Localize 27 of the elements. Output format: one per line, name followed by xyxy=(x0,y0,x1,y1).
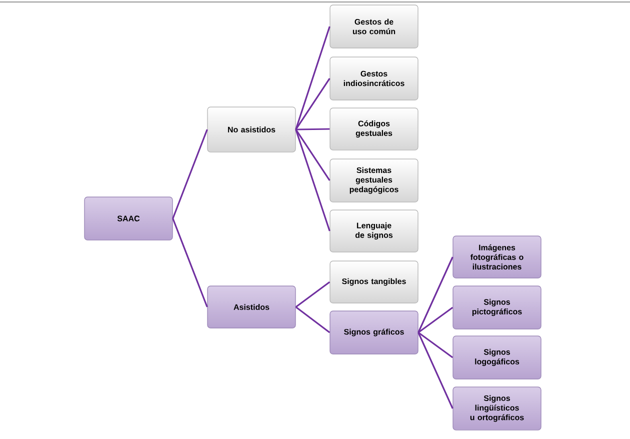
node-box: Lenguaje de signos xyxy=(330,210,418,252)
node-box: Asistidos xyxy=(207,286,296,328)
node-box: Códigos gestuales xyxy=(330,108,418,150)
node-box: Signos logogáficos xyxy=(452,336,542,380)
node-box: Gestos indiosincráticos xyxy=(330,56,418,100)
node-box: Signos lingüísticos u ortográficos xyxy=(452,386,542,430)
connector-line xyxy=(295,281,330,308)
node-box: Signos pictográficos xyxy=(452,286,542,330)
connector-line xyxy=(295,78,330,130)
connector-line xyxy=(172,129,208,219)
node-box: Sistemas gestuales pedagógicos xyxy=(330,158,418,202)
connector-line xyxy=(172,218,208,308)
node-box: Signos gráficos xyxy=(330,310,418,354)
connector-line xyxy=(418,306,454,334)
connector-line xyxy=(295,129,330,181)
connector-line xyxy=(295,306,330,334)
node-box: SAAC xyxy=(84,196,173,240)
node-box: No asistidos xyxy=(207,106,296,152)
connector-line xyxy=(418,332,454,409)
node-box: Signos tangibles xyxy=(330,260,418,304)
node-box: Gestos de uso común xyxy=(330,4,418,48)
connector-line xyxy=(296,128,330,130)
connector-line xyxy=(295,26,330,130)
connector-line xyxy=(295,129,330,232)
node-box: Imágenes fotográficas o ilustraciones xyxy=(452,236,542,278)
connector-line xyxy=(418,256,454,333)
connector-line xyxy=(418,332,454,358)
